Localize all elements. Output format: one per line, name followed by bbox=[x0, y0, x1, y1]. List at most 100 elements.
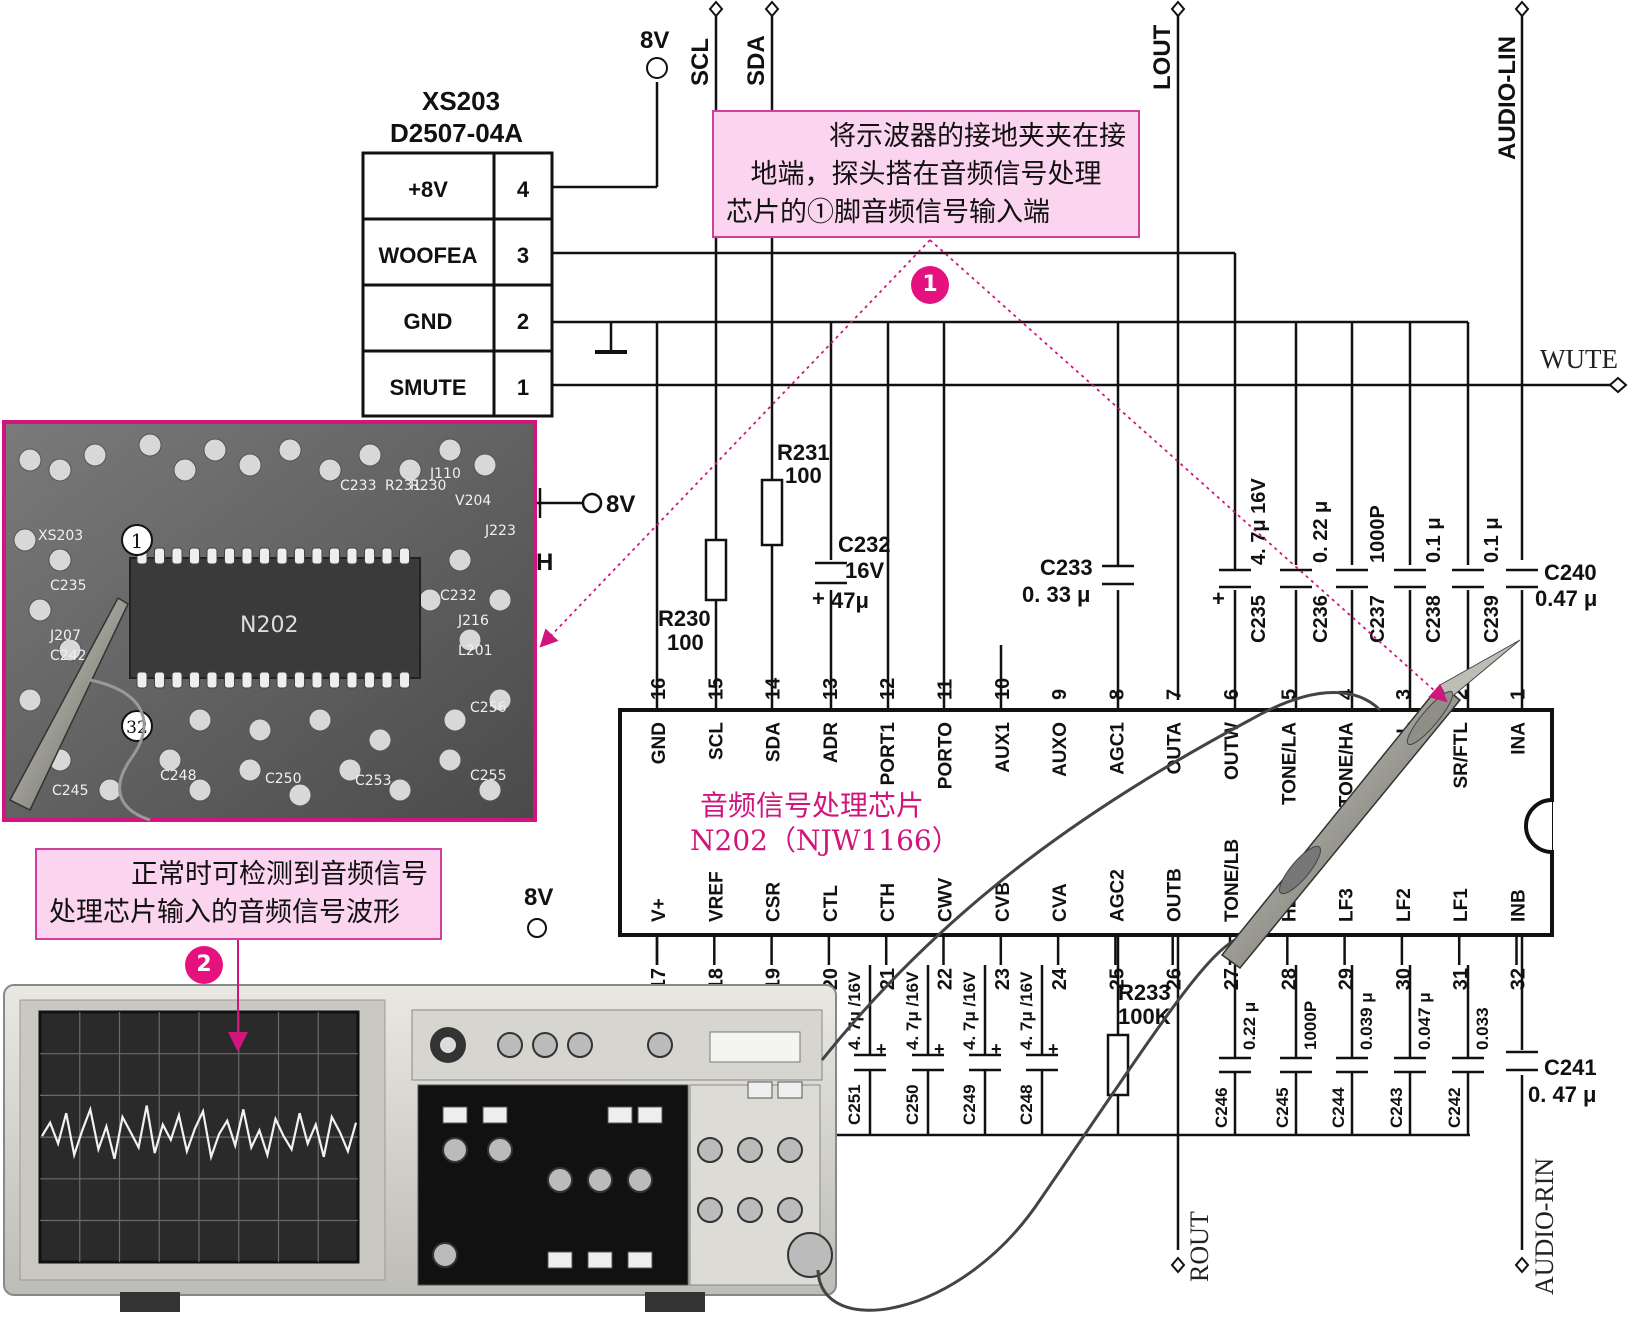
callout2-badge: 2 bbox=[185, 946, 223, 984]
top-wires bbox=[552, 10, 1615, 710]
cap-name: C249 bbox=[960, 1084, 979, 1125]
callout1-pointers bbox=[539, 239, 1448, 703]
pcb-chip-pin bbox=[241, 547, 253, 565]
c241-value: 0. 47 μ bbox=[1528, 1082, 1597, 1107]
pin-num-2: 2 bbox=[517, 309, 529, 334]
pcb-pad bbox=[18, 448, 42, 472]
chip-pin-name: SR/FTL bbox=[1451, 722, 1472, 789]
pcb-chip-pin bbox=[171, 547, 183, 565]
chip-pin-number: 26 bbox=[1164, 968, 1186, 990]
chip-top-pins: 16GND15SCL14SDA13ADR12PORT111PORTO10AUX1… bbox=[648, 677, 1530, 807]
scope-knob bbox=[497, 1032, 523, 1058]
chip-pin-name: CTL bbox=[821, 885, 842, 922]
chip-pin-name: INA bbox=[1509, 722, 1530, 755]
pin-num-3: 3 bbox=[517, 243, 529, 268]
cap-name: C246 bbox=[1212, 1087, 1231, 1128]
cap-polarity: + bbox=[934, 1039, 945, 1059]
chip-pin-name: OUTB bbox=[1165, 868, 1186, 922]
label-sda: SDA bbox=[743, 35, 770, 86]
c232-value: 47μ bbox=[831, 588, 869, 613]
pcb-pad bbox=[48, 458, 72, 482]
chip-pin-number: 9 bbox=[1049, 689, 1071, 700]
label-8v-mid: 8V bbox=[606, 491, 635, 518]
r230-value: 100 bbox=[667, 630, 704, 655]
pcb-pin1-marker: 1 bbox=[131, 529, 144, 553]
connector-part: D2507-04A bbox=[390, 118, 523, 148]
probe-cable bbox=[816, 691, 1382, 1312]
top-component-labels: R231 100 R230 100 C232 16V + 47μ C233 0.… bbox=[536, 440, 1597, 655]
cap-value: 0.047 μ bbox=[1415, 992, 1434, 1050]
c236-value: 0. 22 μ bbox=[1310, 501, 1332, 563]
chip-pin-name: CVA bbox=[1050, 883, 1071, 922]
label-rout: ROUT bbox=[1185, 1211, 1214, 1282]
chip-pin-name: GND bbox=[649, 722, 670, 764]
c233-value: 0. 33 μ bbox=[1022, 582, 1091, 607]
chip-pin-name: CWV bbox=[936, 877, 957, 922]
scope-knob bbox=[697, 1137, 723, 1163]
pcb-chip-pin bbox=[171, 671, 183, 689]
pcb-pad bbox=[358, 443, 382, 467]
pcb-pad bbox=[338, 758, 362, 782]
scope-knobs bbox=[432, 1032, 833, 1278]
pcb-silk-label: J110 bbox=[429, 466, 461, 482]
cap-value: 0.033 bbox=[1473, 1007, 1492, 1050]
pcb-pad bbox=[248, 718, 272, 742]
cap-value: 4. 7μ /16V bbox=[845, 971, 864, 1050]
chip-pin-number: 10 bbox=[992, 678, 1014, 700]
c239-name: C239 bbox=[1481, 595, 1503, 643]
cap-name: C244 bbox=[1329, 1087, 1348, 1128]
label-lout: LOUT bbox=[1149, 24, 1176, 90]
chip-pin-name: ADR bbox=[821, 722, 842, 763]
scope-button bbox=[442, 1106, 468, 1124]
chip-pin-name: TONE/LB bbox=[1222, 839, 1243, 922]
pcb-silk-label: J216 bbox=[457, 613, 489, 629]
chip-pin-name: AGC1 bbox=[1107, 722, 1128, 775]
callout1-badge: 1 bbox=[911, 266, 949, 304]
pcb-photo: N202 XS203C235J207C242C232J216L201C256C2… bbox=[2, 420, 537, 822]
chip-pin-number: 11 bbox=[935, 679, 957, 700]
pcb-chip-pin bbox=[329, 671, 340, 689]
r233-value: 100K bbox=[1118, 1004, 1171, 1029]
pcb-pad bbox=[288, 783, 312, 807]
chip-pin-name: OUTA bbox=[1165, 722, 1186, 775]
cap-polarity: + bbox=[1048, 1039, 1059, 1059]
callout1-line2: 地端，探头搭在音频信号处理 bbox=[750, 159, 1102, 190]
chip-pin-name: LF3 bbox=[1337, 888, 1358, 922]
pcb-pad bbox=[238, 453, 262, 477]
pcb-chip-pin bbox=[259, 671, 270, 689]
pcb-pad bbox=[478, 778, 502, 802]
pcb-pad bbox=[58, 638, 82, 662]
c235-name: C235 bbox=[1248, 595, 1270, 643]
pcb-pad bbox=[188, 708, 212, 732]
cap-polarity: + bbox=[991, 1039, 1002, 1059]
pcb-pad bbox=[203, 438, 227, 462]
pcb-chip-pin bbox=[399, 547, 410, 565]
pcb-chip-pin bbox=[276, 671, 288, 689]
chip-title: 音频信号处理芯片 bbox=[700, 789, 924, 822]
chip-pin-number: 3 bbox=[1393, 689, 1415, 700]
chip-pin-number: 21 bbox=[877, 968, 899, 990]
cap-value: 0.22 μ bbox=[1240, 1002, 1259, 1050]
pcb-silk-label: C255 bbox=[470, 768, 507, 784]
pcb-chip-pin bbox=[154, 671, 165, 689]
scope-button bbox=[747, 1081, 773, 1099]
chip-pin-number: 31 bbox=[1450, 968, 1472, 990]
c235-value: 4. 7μ 16V bbox=[1248, 478, 1270, 565]
pcb-silk-label: C245 bbox=[52, 783, 89, 799]
scope-button bbox=[627, 1251, 653, 1269]
c239-value: 0.1 μ bbox=[1481, 517, 1503, 563]
chip-pin-name: V+ bbox=[649, 898, 670, 922]
pcb-silk-label: C250 bbox=[265, 771, 302, 787]
chip-pin-name: INB bbox=[1509, 889, 1530, 922]
pcb-silk-label: C253 bbox=[355, 773, 392, 789]
cap-polarity: + bbox=[876, 1039, 887, 1059]
pcb-chip-pin bbox=[346, 671, 358, 689]
label-wute: WUTE bbox=[1540, 344, 1618, 374]
chip-pin-name: LF1 bbox=[1451, 888, 1472, 922]
chip-pin-number: 5 bbox=[1278, 689, 1300, 700]
cap-name: C251 bbox=[845, 1084, 864, 1125]
pcb-pad bbox=[188, 778, 212, 802]
chip-pin-number: 23 bbox=[992, 968, 1014, 990]
